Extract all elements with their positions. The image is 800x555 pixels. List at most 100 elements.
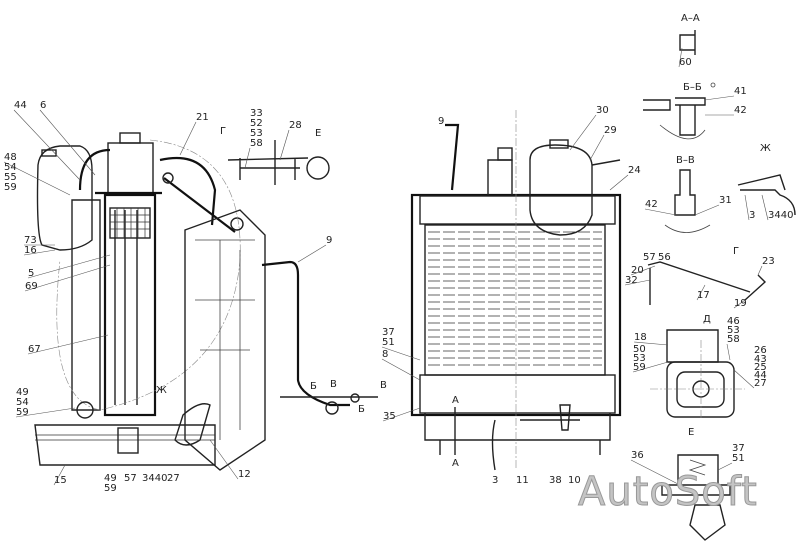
callout-label: 57	[124, 473, 137, 484]
callout-label: 31	[719, 195, 732, 206]
callout-label: 37	[382, 327, 395, 338]
leader-line	[24, 264, 111, 292]
leader-line	[209, 439, 239, 480]
tank-cap	[41, 149, 57, 157]
callout-label: 43	[754, 354, 767, 365]
leader-lines	[3, 47, 769, 486]
upper-tank	[107, 142, 154, 194]
callout-label: 73	[24, 235, 37, 246]
callout-label: 53	[250, 128, 263, 139]
callout-label: 58	[727, 334, 740, 345]
callout-label: 27	[167, 473, 180, 484]
view-e-mount	[661, 454, 731, 496]
leader-line	[733, 369, 755, 389]
callout-label: 36	[631, 450, 644, 461]
callout-label: 59	[633, 362, 646, 373]
leader-line	[27, 334, 109, 355]
callout-label: 3440	[768, 210, 793, 221]
callout-label: 17	[697, 290, 710, 301]
callout-label: 69	[25, 281, 38, 292]
callout-label: Г	[220, 126, 226, 137]
callout-label: 3	[749, 210, 755, 221]
callout-label: 3440	[142, 473, 167, 484]
callout-label: 19	[734, 298, 747, 309]
callout-label: 6	[40, 100, 46, 111]
callout-label: 12	[238, 469, 251, 480]
callout-label: 51	[732, 453, 745, 464]
callout-label: 11	[516, 475, 529, 486]
leader-line	[726, 343, 731, 361]
callout-label: 18	[634, 332, 647, 343]
callout-label: 24	[628, 165, 641, 176]
callout-label: 16	[24, 245, 37, 256]
callout-label: 51	[382, 337, 395, 348]
callout-label: А	[452, 458, 459, 469]
bracket-g	[227, 157, 309, 180]
leader-line	[609, 174, 629, 191]
leader-line	[53, 464, 66, 486]
leader-line	[23, 249, 56, 256]
callout-label: 5	[28, 268, 34, 279]
callout-label: 8	[382, 349, 388, 360]
pipe-21	[159, 156, 217, 226]
section-a-a	[679, 30, 696, 55]
callout-label: Ж	[156, 385, 167, 396]
callout-label: Е	[688, 427, 694, 438]
callout-label: 23	[762, 256, 775, 267]
expansion-tank	[36, 145, 93, 251]
mount-foot	[689, 504, 726, 541]
left-side-view	[34, 132, 378, 471]
upper-hose	[78, 148, 111, 191]
callout-label: 38	[549, 475, 562, 486]
callout-label: Б–Б	[683, 82, 702, 93]
callout-label: В	[330, 379, 337, 390]
leader-line	[39, 109, 96, 176]
callout-label: 37	[732, 443, 745, 454]
upper-header	[419, 195, 616, 225]
callout-label: 49	[104, 473, 117, 484]
callout-label: 9	[438, 116, 444, 127]
callout-label: 50	[633, 344, 646, 355]
leader-line	[244, 147, 251, 169]
callout-label: В–В	[676, 155, 695, 166]
side-tank	[71, 199, 101, 411]
callout-label: 10	[568, 475, 581, 486]
leader-line	[569, 114, 597, 151]
leader-line	[381, 346, 421, 361]
leader-line	[678, 47, 683, 68]
section-v-v	[674, 169, 696, 216]
lower-tank	[419, 374, 616, 414]
watermark: AutoSoft	[578, 469, 758, 515]
callout-label: Б	[310, 381, 317, 392]
callout-label: 59	[4, 182, 17, 193]
core-fins	[428, 231, 602, 366]
callout-label: 59	[104, 483, 117, 494]
frame-beam	[34, 424, 216, 466]
callout-label: 48	[4, 152, 17, 163]
leader-line	[589, 134, 605, 161]
callout-label: 57	[643, 252, 656, 263]
leader-line	[644, 208, 677, 216]
leader-line	[733, 299, 746, 309]
callout-label: 30	[596, 105, 609, 116]
callout-label: 49	[16, 387, 29, 398]
callout-label: 46	[727, 316, 740, 327]
callout-label: 59	[16, 407, 29, 418]
callout-label: 56	[658, 252, 671, 263]
callout-label: 32	[625, 275, 638, 286]
callout-label: 35	[383, 411, 396, 422]
leader-line	[757, 265, 763, 276]
pipe-9	[261, 260, 350, 407]
leader-line	[381, 358, 421, 381]
callout-label: 42	[734, 105, 747, 116]
callout-label: А–А	[681, 13, 700, 24]
callout-label: 52	[250, 118, 263, 129]
callout-label: 26	[754, 345, 767, 356]
callout-label: 29	[604, 125, 617, 136]
leader-line	[704, 95, 735, 101]
leader-line	[694, 204, 720, 216]
callout-label: 33	[250, 108, 263, 119]
callout-label: 20	[631, 265, 644, 276]
leader-line	[15, 407, 76, 418]
callout-label: Е	[315, 128, 321, 139]
